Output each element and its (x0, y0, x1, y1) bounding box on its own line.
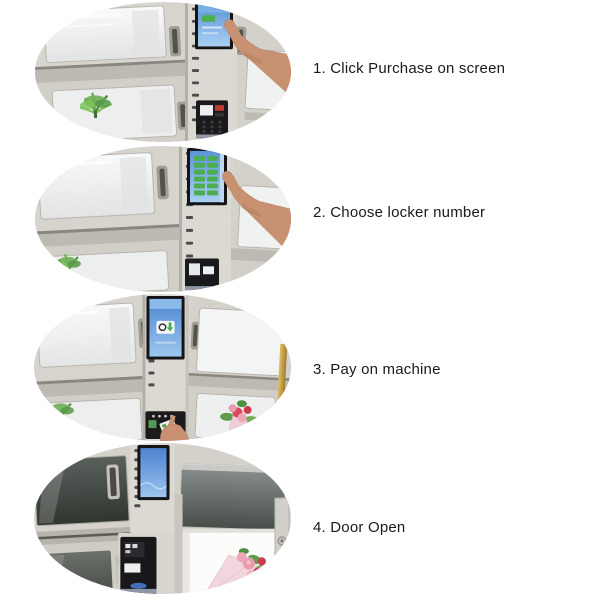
panel-band (35, 223, 189, 248)
photo-1-scene (35, 2, 291, 142)
locker-window (196, 307, 287, 377)
pointing-hand (222, 170, 291, 256)
console-column (142, 294, 190, 441)
pay-card-icon (156, 320, 175, 334)
payment-terminal (120, 536, 157, 594)
step-label-4: 4. Door Open (313, 519, 406, 536)
step-photo-door-open (34, 443, 291, 594)
keypad (202, 120, 222, 134)
photo-4-scene (34, 443, 291, 594)
step-label-3: 3. Pay on machine (313, 361, 441, 378)
flowers-hint (252, 122, 279, 138)
payment-terminal (185, 258, 219, 291)
screen-ui (140, 448, 167, 498)
right-lockers (184, 294, 291, 441)
terminal-logo-glow (130, 582, 147, 589)
step-label-2: 2. Choose locker number (313, 204, 486, 221)
left-lockers (35, 152, 191, 292)
hand-with-card (159, 415, 190, 441)
pointing-hand (224, 19, 291, 98)
plant (79, 92, 113, 119)
open-door (274, 497, 290, 594)
console-column (118, 443, 183, 594)
payment-terminal (196, 100, 228, 139)
screen-scrollbar (220, 150, 224, 203)
terminal-label (124, 563, 141, 573)
photo-2-scene (35, 146, 291, 292)
step-photo-click-screen (35, 2, 291, 142)
photo-3-scene (34, 294, 291, 441)
locker-number-buttons (194, 155, 218, 196)
step-label-1: 1. Click Purchase on screen (313, 60, 506, 77)
dark-locker-window (178, 463, 287, 531)
step-photo-pay (34, 294, 291, 441)
right-lockers (170, 444, 291, 531)
locker-window (50, 250, 170, 292)
purchase-button (202, 15, 215, 22)
console-column (179, 146, 231, 292)
step-photo-choose-locker (35, 146, 291, 292)
dark-locker-window (40, 550, 113, 594)
